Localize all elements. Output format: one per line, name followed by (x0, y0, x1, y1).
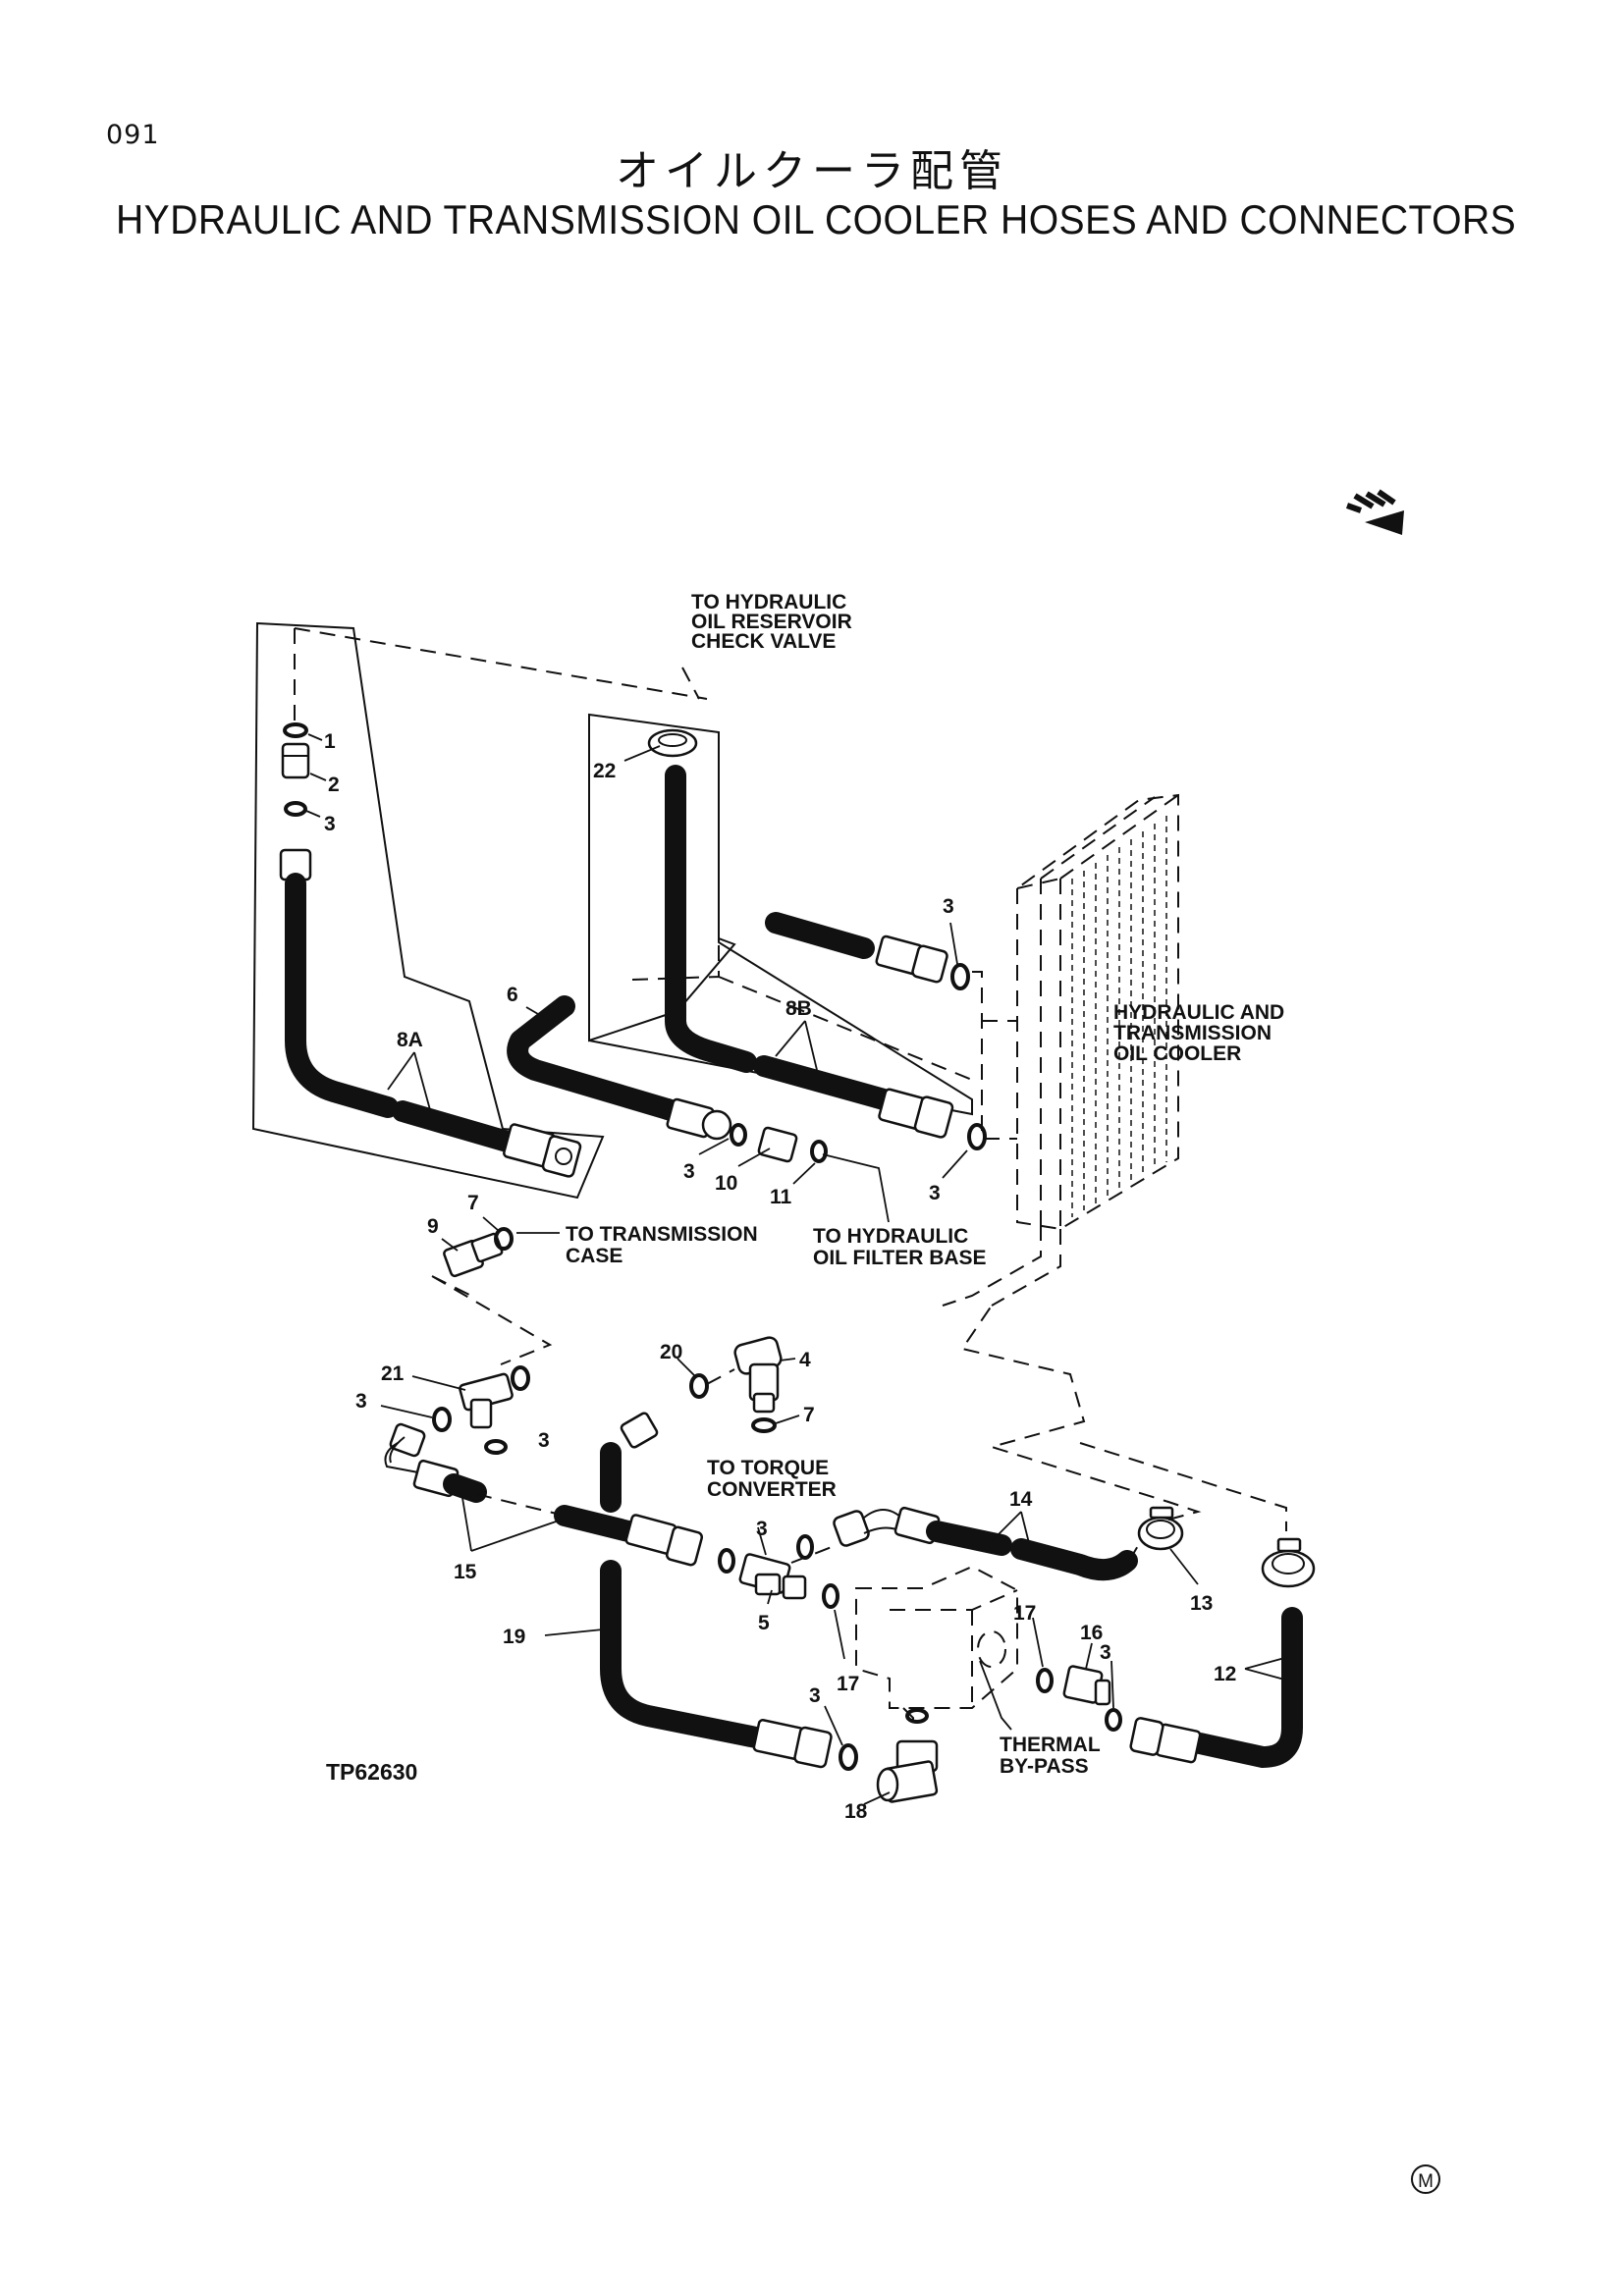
callout-3-tee-right: 3 (538, 1429, 550, 1452)
callout-17-right: 17 (1013, 1602, 1036, 1625)
elbow-18 (876, 1739, 939, 1803)
page-title-japanese: オイルクーラ配管 (616, 146, 1008, 196)
elbow-4 (689, 1336, 783, 1433)
fitting-16 (1036, 1665, 1111, 1706)
svg-text:CONVERTER: CONVERTER (707, 1478, 837, 1501)
callout-22: 22 (593, 760, 616, 782)
callout-1: 1 (324, 730, 336, 753)
label-to-filter-base: TO HYDRAULIC OIL FILTER BASE (813, 1225, 987, 1269)
page-title-english: HYDRAULIC AND TRANSMISSION OIL COOLER HO… (116, 196, 1517, 242)
hose-6 (507, 995, 828, 1163)
callout-7-lower: 7 (803, 1404, 815, 1426)
label-to-transmission-case: TO TRANSMISSION CASE (566, 1223, 758, 1267)
callout-18: 18 (844, 1800, 868, 1823)
callout-3-left: 3 (324, 813, 336, 835)
tee-21 (432, 1365, 530, 1455)
thermal-bypass-valve (855, 1565, 1018, 1728)
svg-text:CASE: CASE (566, 1245, 623, 1267)
callout-17-left: 17 (837, 1673, 859, 1695)
hose-19 (600, 1412, 858, 1771)
callout-2: 2 (328, 774, 340, 796)
hose-8b (647, 728, 970, 1139)
callout-11: 11 (770, 1186, 792, 1208)
callout-10: 10 (715, 1172, 737, 1195)
hose-8a (285, 873, 582, 1178)
callout-3-hose12: 3 (1100, 1641, 1111, 1664)
callout-15: 15 (454, 1561, 477, 1583)
svg-text:THERMAL: THERMAL (1000, 1734, 1101, 1756)
callout-3-tee: 3 (355, 1390, 367, 1413)
hose-12 (1105, 1537, 1316, 1768)
callout-5: 5 (758, 1612, 770, 1634)
svg-text:M: M (1418, 2171, 1434, 2192)
callout-7-upper: 7 (467, 1192, 479, 1214)
tee-5 (718, 1534, 839, 1609)
svg-text:CHECK VALVE: CHECK VALVE (691, 630, 836, 653)
circled-m-icon: M (1411, 2164, 1440, 2194)
svg-text:BY-PASS: BY-PASS (1000, 1755, 1089, 1778)
callout-20: 20 (660, 1341, 682, 1363)
callout-21: 21 (381, 1362, 405, 1385)
callout-12: 12 (1214, 1663, 1236, 1685)
direction-arrow-icon (1345, 489, 1404, 535)
middle-mounting-panel (588, 667, 973, 1116)
callout-9: 9 (427, 1215, 439, 1238)
svg-text:TO TRANSMISSION: TO TRANSMISSION (566, 1223, 758, 1246)
left-fittings (279, 722, 312, 881)
callout-3-lower: 3 (809, 1684, 821, 1707)
label-to-torque-converter: TO TORQUE CONVERTER (707, 1457, 837, 1501)
callout-14: 14 (1009, 1488, 1033, 1511)
callout-16: 16 (1080, 1622, 1103, 1644)
hose-14 (833, 1506, 1150, 1581)
svg-text:TRANSMISSION: TRANSMISSION (1113, 1022, 1272, 1044)
callout-3-upper: 3 (943, 895, 954, 918)
svg-text:TO TORQUE: TO TORQUE (707, 1457, 829, 1479)
svg-text:OIL FILTER BASE: OIL FILTER BASE (813, 1247, 987, 1269)
figure-code: TP62630 (326, 1759, 417, 1785)
label-to-hydraulic-reservoir: TO HYDRAULIC OIL RESERVOIR CHECK VALVE (691, 591, 852, 653)
oil-cooler (942, 793, 1179, 1307)
svg-text:TO HYDRAULIC: TO HYDRAULIC (691, 591, 846, 614)
callout-8a: 8A (397, 1029, 423, 1051)
label-thermal-bypass: THERMAL BY-PASS (1000, 1734, 1101, 1778)
svg-text:OIL COOLER: OIL COOLER (1113, 1042, 1241, 1065)
svg-text:TO HYDRAULIC: TO HYDRAULIC (813, 1225, 968, 1248)
clamp-13 (960, 1305, 1287, 1551)
callout-4: 4 (799, 1349, 811, 1371)
callout-6: 6 (507, 984, 518, 1006)
svg-text:OIL RESERVOIR: OIL RESERVOIR (691, 611, 852, 633)
callout-3-right: 3 (929, 1182, 941, 1204)
callout-3-tee5: 3 (756, 1518, 768, 1540)
label-oil-cooler: HYDRAULIC AND TRANSMISSION OIL COOLER (1113, 1001, 1284, 1065)
left-mounting-panel (251, 621, 708, 1200)
callout-8b: 8B (785, 997, 812, 1020)
callout-13: 13 (1190, 1592, 1213, 1615)
callout-19: 19 (503, 1626, 525, 1648)
hose-15 (384, 1422, 704, 1567)
fitting-9 (431, 1227, 553, 1365)
page-number: 091 (106, 120, 160, 150)
svg-text:HYDRAULIC AND: HYDRAULIC AND (1113, 1001, 1284, 1024)
callout-3-mid: 3 (683, 1160, 695, 1183)
